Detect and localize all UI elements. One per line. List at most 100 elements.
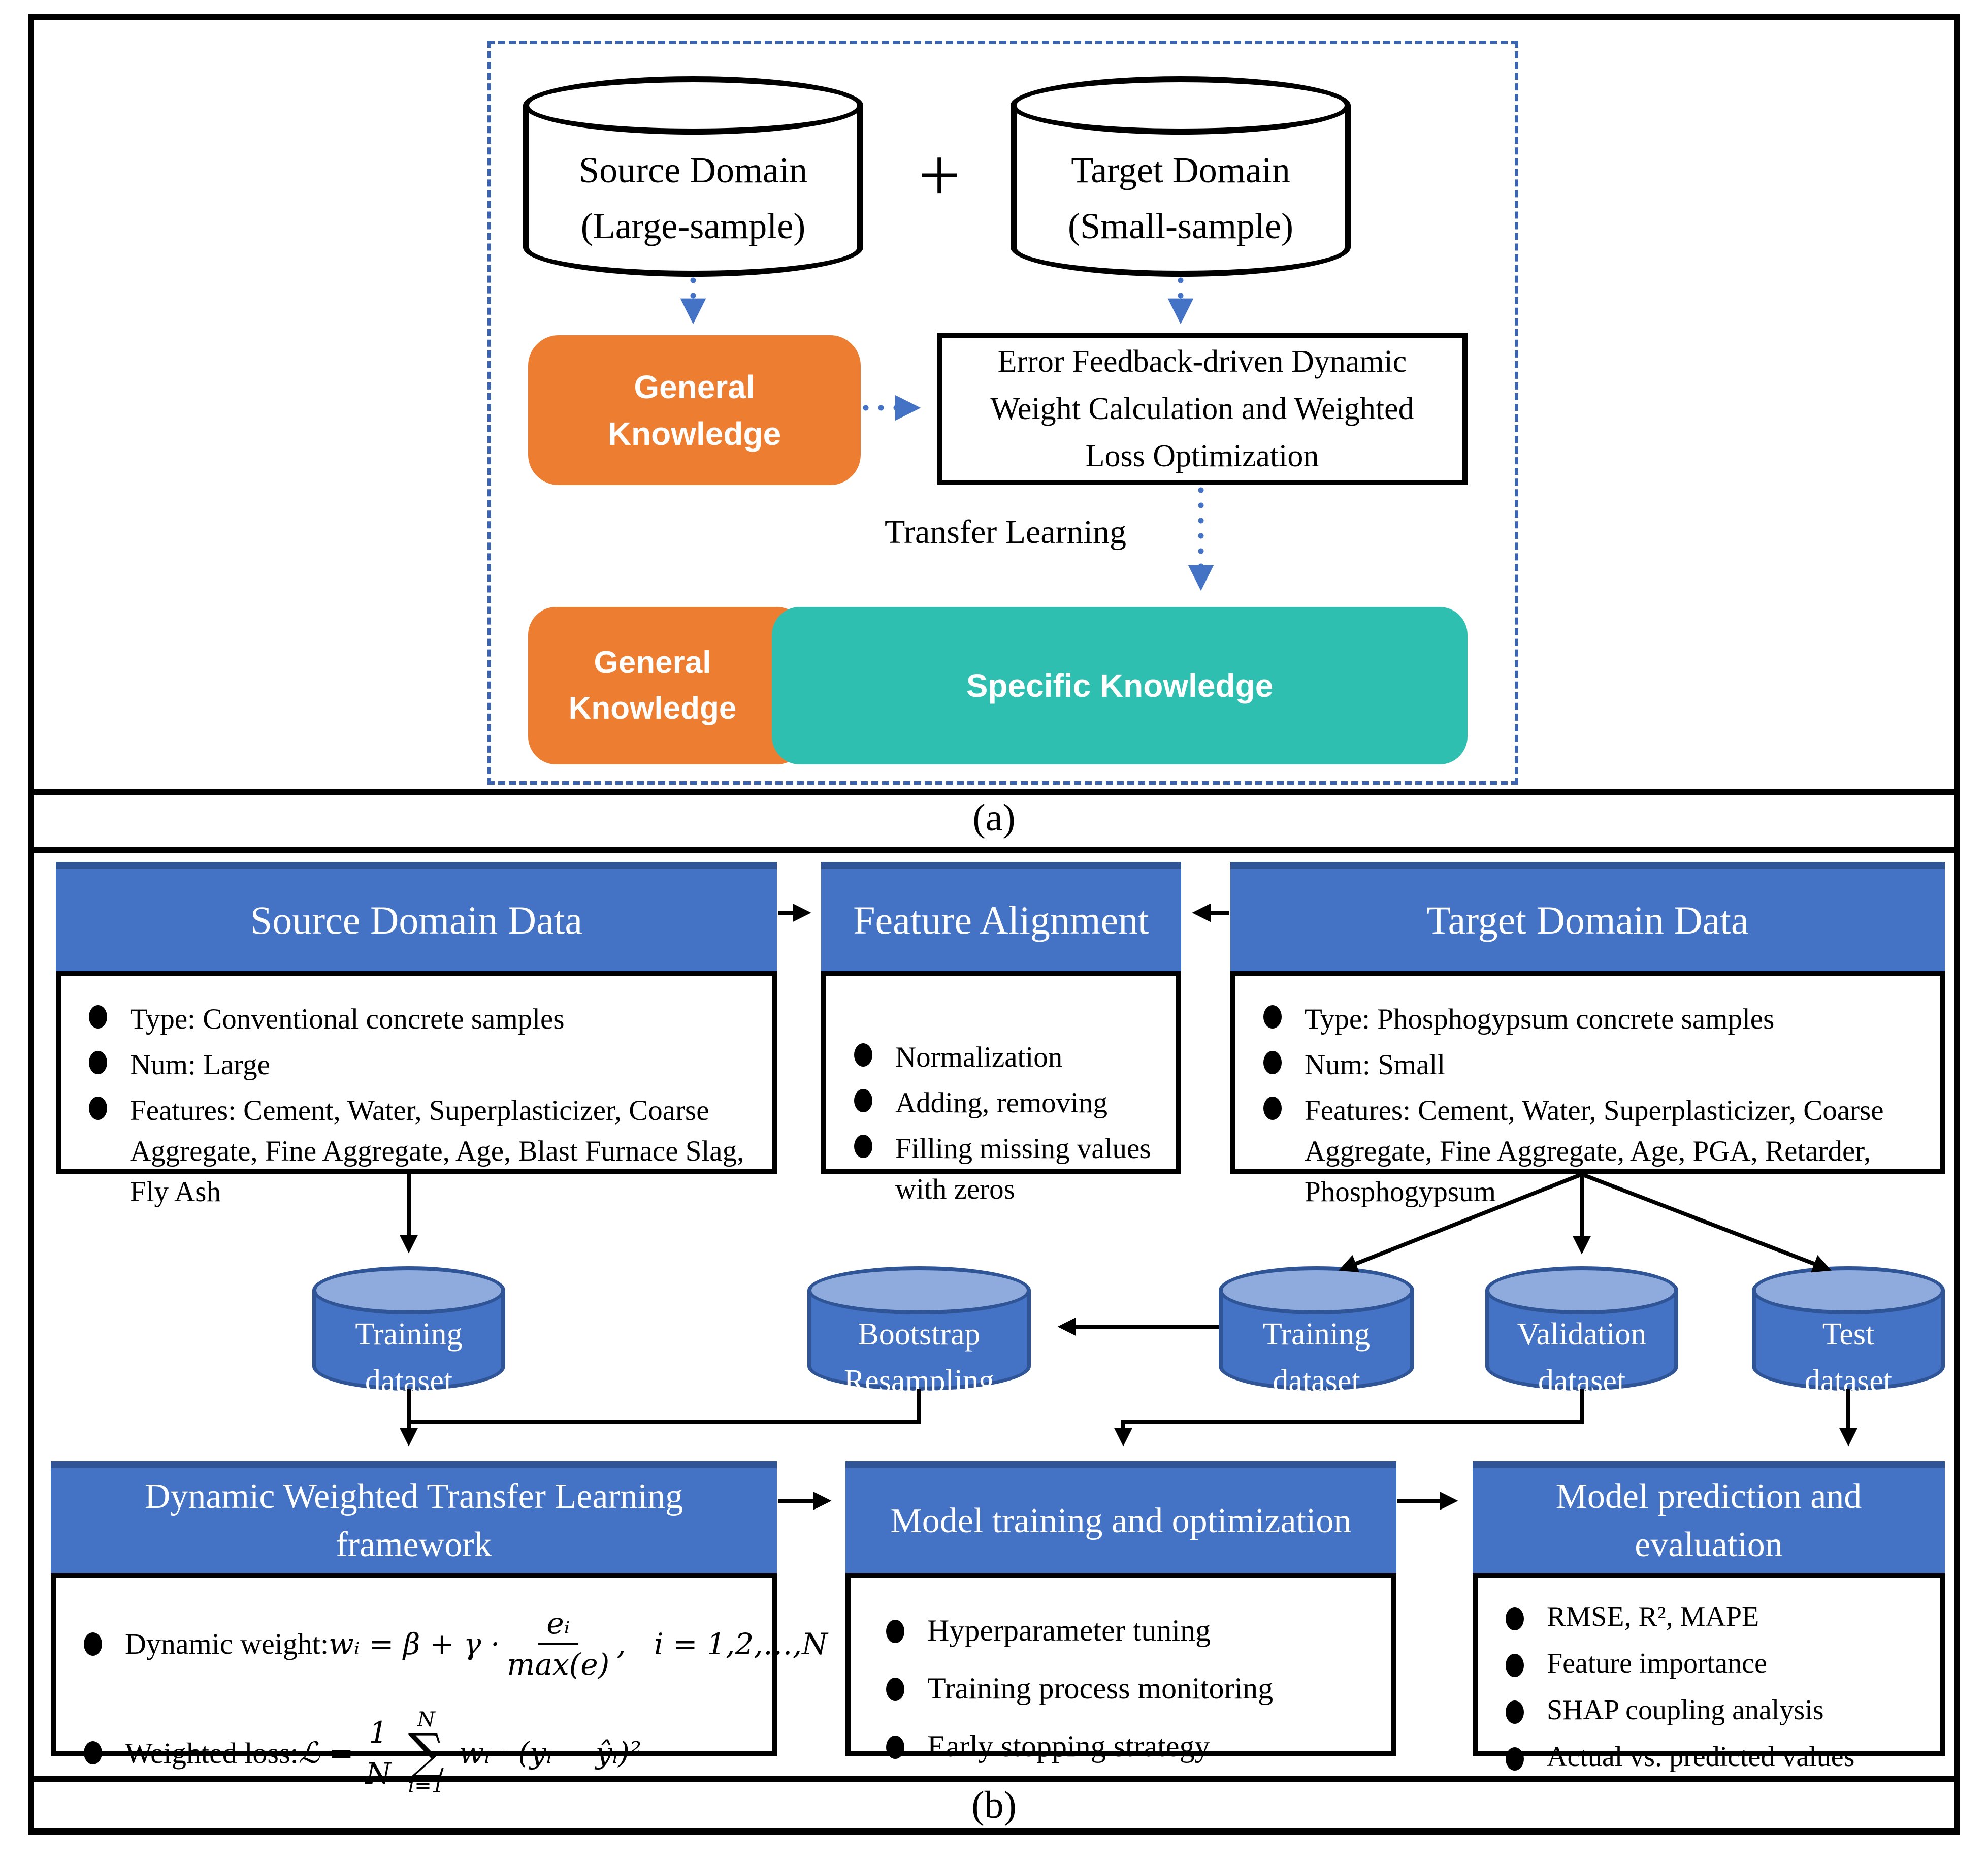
source-domain-cylinder: Source Domain (Large-sample) [523, 76, 863, 277]
list-item: Filling missing values with zeros [854, 1129, 1153, 1210]
validation-dataset-cylinder: Validation dataset [1485, 1266, 1678, 1398]
bullet-icon [1506, 1607, 1524, 1630]
fraction-denominator: max(e) [507, 1647, 610, 1682]
cylinder-top [1011, 76, 1351, 135]
prediction-bullet-feature-importance: Feature importance [1547, 1648, 1767, 1679]
label-line1: Test [1822, 1317, 1875, 1352]
cylinder-body [1011, 105, 1351, 277]
model-prediction-box: Model prediction and evaluation RMSE, R²… [1473, 1461, 1945, 1773]
bullet-icon [1263, 1051, 1282, 1074]
list-item: Actual vs. predicted values [1506, 1741, 1925, 1773]
general-knowledge-line2: Knowledge [607, 415, 781, 452]
general-knowledge-box: General Knowledge [528, 335, 861, 485]
model-training-title: Model training and optimization [845, 1461, 1396, 1573]
list-item: Training process monitoring [886, 1672, 1368, 1705]
bullet-icon [1506, 1654, 1524, 1677]
source-domain-data-title: Source Domain Data [56, 862, 777, 971]
label-line2: dataset [1538, 1364, 1626, 1398]
dynamic-weight-formula: wᵢ = β + γ · eᵢ max(e) , i = 1,2,…,N [329, 1606, 828, 1682]
cylinder-top [1219, 1266, 1414, 1314]
sum-symbol: ∑ [408, 1723, 444, 1782]
list-item: Adding, removing [854, 1083, 1153, 1123]
fraction-numerator: 1 [361, 1715, 396, 1754]
bullet-icon [886, 1620, 904, 1643]
merged-general-line2: Knowledge [568, 691, 737, 726]
source-domain-label: Source Domain (Large-sample) [523, 142, 863, 254]
source-bullet-type: Type: Conventional concrete samples [130, 1003, 565, 1035]
feature-bullet-filling: Filling missing values with zeros [895, 1133, 1151, 1205]
label-line2: Resampling [843, 1364, 995, 1398]
sum-upper-limit: N [417, 1708, 435, 1731]
target-domain-line1: Target Domain [1071, 150, 1290, 190]
target-bullet-type: Type: Phosphogypsum concrete samples [1305, 1003, 1775, 1035]
list-item: Normalization [854, 1037, 1153, 1078]
list-item: Features: Cement, Water, Superplasticize… [89, 1090, 749, 1212]
target-domain-data-body: Type: Phosphogypsum concrete samples Num… [1230, 971, 1945, 1208]
cylinder-top [312, 1266, 505, 1314]
model-training-box: Model training and optimization Hyperpar… [845, 1461, 1396, 1763]
target-domain-label: Target Domain (Small-sample) [1011, 142, 1351, 254]
transfer-learning-label: Transfer Learning [885, 513, 1126, 551]
bootstrap-resampling-cylinder: Bootstrap Resampling [807, 1266, 1031, 1398]
target-training-dataset-cylinder: Training dataset [1219, 1266, 1414, 1398]
source-domain-line1: Source Domain [579, 150, 807, 190]
formula-lhs: ℒ = [298, 1736, 354, 1770]
list-item: Type: Phosphogypsum concrete samples [1263, 999, 1917, 1040]
dynamic-framework-body: Dynamic weight: wᵢ = β + γ · eᵢ max(e) ,… [51, 1573, 828, 1796]
list-item: Feature importance [1506, 1648, 1925, 1679]
summation: N ∑ i=1 [408, 1710, 444, 1796]
error-feedback-text: Error Feedback-driven Dynamic Weight Cal… [990, 344, 1414, 473]
cylinder-top [523, 76, 863, 135]
label-line1: Training [355, 1317, 463, 1352]
source-training-dataset-cylinder: Training dataset [312, 1266, 505, 1398]
cylinder-top [1752, 1266, 1945, 1314]
bullet-icon [854, 1043, 872, 1067]
target-bullet-features: Features: Cement, Water, Superplasticize… [1305, 1095, 1884, 1208]
list-item: SHAP coupling analysis [1506, 1694, 1925, 1726]
bullet-icon [1263, 1005, 1282, 1029]
bullet-icon [1506, 1700, 1524, 1724]
specific-knowledge-label: Specific Knowledge [966, 667, 1274, 704]
training-bullet-monitoring: Training process monitoring [927, 1672, 1274, 1705]
formula-lhs: wᵢ = β + γ · [329, 1626, 500, 1661]
sum-lower-limit: i=1 [408, 1774, 445, 1797]
label-line1: Validation [1517, 1317, 1647, 1352]
list-item: Num: Small [1263, 1045, 1917, 1085]
bootstrap-resampling-label: Bootstrap Resampling [807, 1311, 1031, 1404]
fraction-numerator: eᵢ [538, 1606, 578, 1645]
divider-line [28, 1776, 1960, 1782]
fraction-denominator: N [365, 1756, 392, 1791]
fraction: eᵢ max(e) [507, 1606, 609, 1682]
feature-bullet-normalization: Normalization [895, 1041, 1063, 1073]
weighted-loss-formula: ℒ = 1 N N ∑ i=1 wᵢ · (yᵢ − ŷᵢ)² [299, 1710, 641, 1796]
bullet-icon [89, 1097, 107, 1120]
bullet-icon [886, 1736, 904, 1759]
bullet-icon [1263, 1097, 1282, 1120]
fraction: 1 N [361, 1715, 396, 1791]
bullet-icon [886, 1678, 904, 1701]
list-item: Hyperparameter tuning [886, 1614, 1368, 1647]
label-line1: Bootstrap [858, 1317, 981, 1352]
general-knowledge-line1: General [634, 368, 755, 405]
list-item: Features: Cement, Water, Superplasticize… [1263, 1090, 1917, 1212]
feature-bullet-adding-removing: Adding, removing [895, 1087, 1107, 1119]
caption-b: (b) [971, 1784, 1017, 1826]
model-prediction-title: Model prediction and evaluation [1473, 1461, 1945, 1573]
label-line1: Training [1262, 1317, 1371, 1352]
cylinder-top [1485, 1266, 1678, 1314]
bullet-icon [854, 1089, 872, 1112]
test-dataset-label: Test dataset [1752, 1311, 1945, 1404]
prediction-bullet-metrics: RMSE, R², MAPE [1547, 1601, 1759, 1632]
merged-general-knowledge-box: General Knowledge [528, 607, 805, 764]
panel-a-dashed-frame [487, 41, 1518, 785]
formula-rhs: wᵢ · (yᵢ − ŷᵢ)² [449, 1736, 642, 1770]
merged-general-line1: General [594, 645, 711, 680]
bullet-icon [84, 1741, 102, 1764]
target-domain-data-box: Target Domain Data Type: Phosphogypsum c… [1230, 862, 1945, 1208]
target-domain-line2: (Small-sample) [1068, 206, 1293, 246]
target-bullet-num: Num: Small [1305, 1049, 1446, 1081]
divider-line [28, 789, 1960, 795]
cylinder-top [807, 1266, 1031, 1314]
formula-weighted-loss: Weighted loss: ℒ = 1 N N ∑ i=1 wᵢ · (yᵢ … [84, 1710, 759, 1796]
dynamic-framework-title: Dynamic Weighted Transfer Learning frame… [51, 1461, 777, 1573]
